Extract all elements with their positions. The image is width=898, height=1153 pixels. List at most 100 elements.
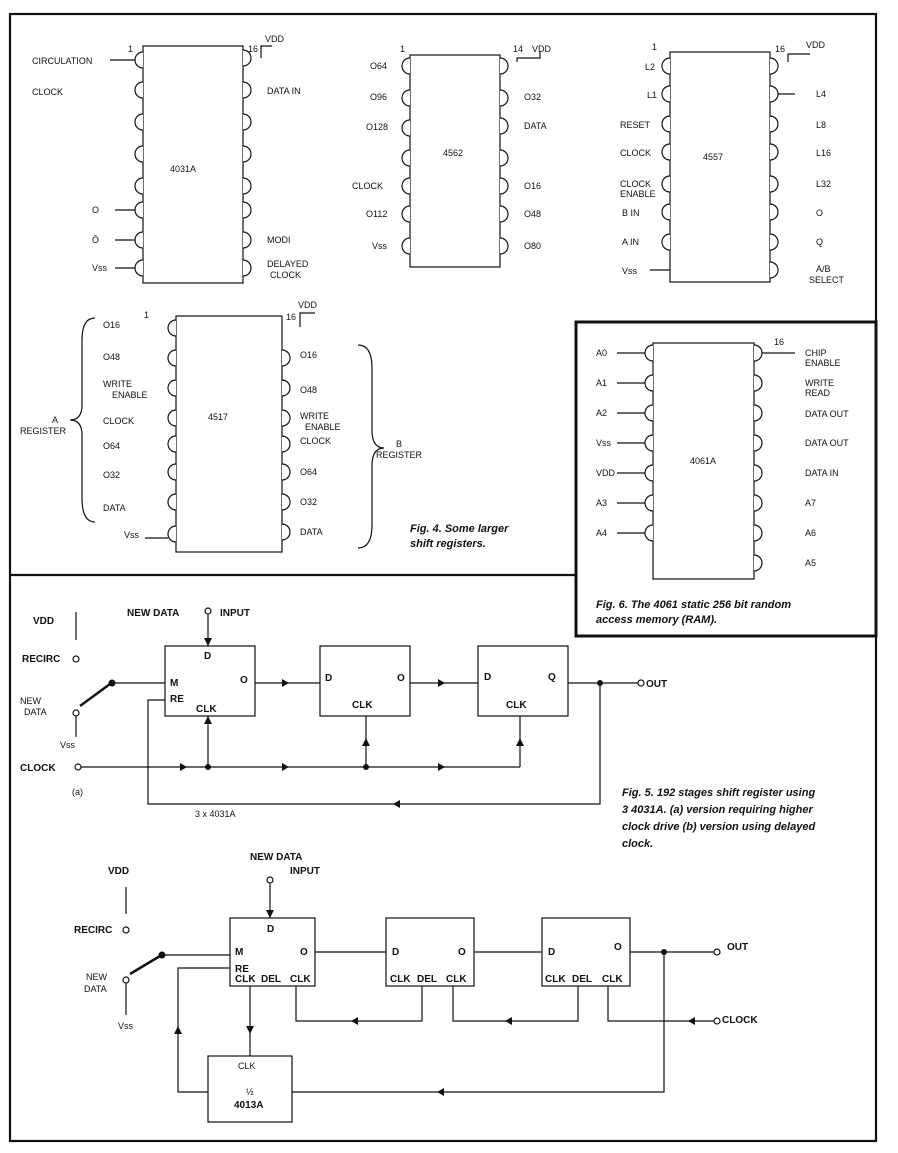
- fig5b-b1-m: M: [235, 947, 243, 958]
- pin-label: DELAYED: [267, 259, 309, 269]
- pin-label: ENABLE: [620, 189, 656, 199]
- fig5a-b3-q: Q: [548, 672, 556, 683]
- pin-label: B IN: [622, 208, 640, 218]
- pin-label: DATA IN: [805, 468, 839, 478]
- pin-label: L16: [816, 148, 831, 158]
- chip-4557-vdd: VDD: [806, 40, 826, 50]
- pin-label: A1: [596, 378, 607, 388]
- pin-label: A3: [596, 498, 607, 508]
- fig5a-vdd-label: VDD: [33, 616, 54, 627]
- fig5b-b1-re: RE: [235, 964, 249, 975]
- pin-label: O48: [300, 385, 317, 395]
- pin-label: A IN: [622, 237, 639, 247]
- pin-label: O96: [370, 92, 387, 102]
- chip-4517-vdd: VDD: [298, 300, 318, 310]
- pin-label: Vss: [622, 266, 638, 276]
- pin-label: A5: [805, 558, 816, 568]
- pin-label: DATA OUT: [805, 438, 849, 448]
- pin-label: O48: [524, 209, 541, 219]
- pin-label: WRITE: [300, 411, 329, 421]
- fig5b-b2-clk2: CLK: [446, 974, 467, 985]
- fig5a-new-data-top: NEW DATA: [127, 608, 179, 619]
- pin-label: DATA OUT: [805, 409, 849, 419]
- pin-label: A2: [596, 408, 607, 418]
- fig5a-circuit: VDD RECIRC NEW DATA Vss CLOCK (a) 3 x 40…: [20, 607, 667, 819]
- chip-4031a: 4031A 1 16 VDD CIRCULATION CLOCK O Ō Vss…: [32, 34, 309, 284]
- fig5a-b1-m: M: [170, 678, 178, 689]
- pin-label: VDD: [596, 468, 616, 478]
- pin-label: O32: [300, 497, 317, 507]
- chip-4557-pin1: 1: [652, 42, 657, 52]
- fig5b-b2-del: DEL: [417, 974, 437, 985]
- pin-label: O64: [370, 61, 387, 71]
- fig5a-b2-o: O: [397, 673, 405, 684]
- pin-label: DATA: [300, 527, 323, 537]
- pin-label: DATA IN: [267, 86, 301, 96]
- b-register-label: REGISTER: [376, 450, 423, 460]
- fig5-caption: 3 4031A. (a) version requiring higher: [622, 804, 813, 816]
- fig5b-new-data-label: NEW: [86, 972, 108, 982]
- fig5a-label: (a): [72, 787, 83, 797]
- pin-label: L2: [645, 62, 655, 72]
- chip-4562-pin1: 1: [400, 44, 405, 54]
- fig5b-b1-del: DEL: [261, 974, 281, 985]
- pin-label: O80: [524, 241, 541, 251]
- chip-4031a-pin16: 16: [248, 44, 258, 54]
- pin-label: O16: [524, 181, 541, 191]
- a-register-label: REGISTER: [20, 426, 67, 436]
- fig5a-vss-label: Vss: [60, 740, 76, 750]
- fig4-caption: Fig. 4. Some larger: [410, 523, 509, 535]
- fig5b-b3-del: DEL: [572, 974, 592, 985]
- pin-label: SELECT: [809, 275, 845, 285]
- fig5a-b3-d: D: [484, 672, 491, 683]
- pin-label: O16: [300, 350, 317, 360]
- chip-4061a-label: 4061A: [690, 456, 716, 466]
- pin-label: L32: [816, 179, 831, 189]
- pin-label: L1: [647, 90, 657, 100]
- fig5a-b1-o: O: [240, 675, 248, 686]
- pin-label: CLOCK: [352, 181, 383, 191]
- fig5b-out-label: OUT: [727, 942, 748, 953]
- pin-label: WRITE: [805, 378, 834, 388]
- pin-label: CLOCK: [103, 416, 134, 426]
- chip-4517-pin16: 16: [286, 312, 296, 322]
- fig5b-b3-d: D: [548, 947, 555, 958]
- pin-label: O64: [300, 467, 317, 477]
- chip-4517: 4517 1 16 VDD O16 O48 WRITE ENABLE CLOCK…: [20, 300, 423, 553]
- fig6-caption: Fig. 6. The 4061 static 256 bit random: [596, 599, 791, 611]
- fig5a-b1-clk: CLK: [196, 704, 217, 715]
- fig5b-b3-clk: CLK: [545, 974, 566, 985]
- pin-label: CIRCULATION: [32, 56, 92, 66]
- b-register-label: B: [396, 439, 402, 449]
- fig5a-new-data-label: DATA: [24, 707, 47, 717]
- fig5b-b1-clk2: CLK: [290, 974, 311, 985]
- fig5b-b1-o: O: [300, 947, 308, 958]
- chip-4031a-vdd: VDD: [265, 34, 285, 44]
- fig5-caption: clock drive (b) version using delayed: [622, 821, 815, 833]
- pin-label: ENABLE: [112, 390, 148, 400]
- pin-label: L8: [816, 120, 826, 130]
- chip-4562-pin14: 14: [513, 44, 523, 54]
- fig5b-b1-clk: CLK: [235, 974, 256, 985]
- pin-label: A6: [805, 528, 816, 538]
- pin-label: A0: [596, 348, 607, 358]
- chip-4562-vdd: VDD: [532, 44, 552, 54]
- chip-4031a-label: 4031A: [170, 164, 196, 174]
- pin-label: Vss: [372, 241, 388, 251]
- divider-part: 4013A: [234, 1100, 263, 1111]
- pin-label: L4: [816, 89, 826, 99]
- fig5a-recirc-label: RECIRC: [22, 654, 60, 665]
- fig5b-circuit: VDD RECIRC NEW DATA Vss NEW DATA INPUT D…: [74, 852, 758, 1123]
- fig5b-b2-clk: CLK: [390, 974, 411, 985]
- pin-label: CLOCK: [620, 179, 651, 189]
- pin-label: DATA: [103, 503, 126, 513]
- fig5a-b2-d: D: [325, 673, 332, 684]
- fig5a-b2-clk: CLK: [352, 700, 373, 711]
- fig6-caption: access memory (RAM).: [596, 614, 717, 626]
- fig5a-b1-d: D: [204, 651, 211, 662]
- pin-label: CLOCK: [620, 148, 651, 158]
- divider-clk: CLK: [238, 1061, 256, 1071]
- a-register-label: A: [52, 415, 58, 425]
- pin-label: DATA: [524, 121, 547, 131]
- fig5a-count-label: 3 x 4031A: [195, 809, 236, 819]
